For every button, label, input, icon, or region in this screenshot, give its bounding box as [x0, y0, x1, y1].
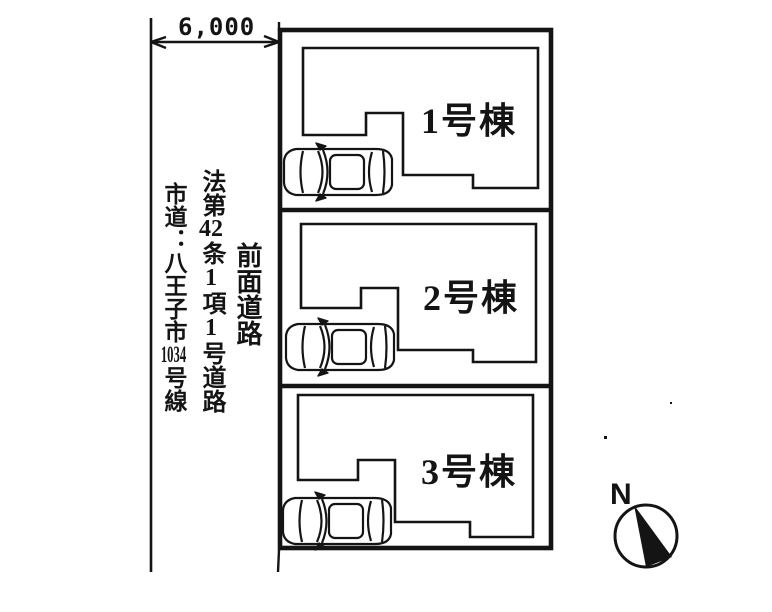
- scan-speck: [670, 402, 672, 404]
- house-3-outline: [296, 393, 535, 539]
- lot-1-label: 1号棟: [421, 101, 518, 141]
- road-law-label: 法第42条1項1号道路: [198, 169, 224, 413]
- lot-3-label: 3号棟: [421, 452, 518, 492]
- lot-block-outline: [277, 27, 554, 551]
- road-law-prefix: 法第: [198, 169, 224, 217]
- compass-north-label: N: [610, 478, 632, 511]
- city-road-route-number: 1034: [160, 343, 187, 366]
- house-outlines: [296, 46, 540, 539]
- dimension-arrow-left: [150, 40, 167, 50]
- road-law-article-number: 42: [199, 217, 223, 241]
- city-road-label: 市道：八王子市1034号線: [160, 182, 187, 412]
- car-lot-2: [284, 316, 396, 378]
- compass-needle-icon: [634, 505, 672, 567]
- car-lot-1: [282, 141, 394, 203]
- road-width-dimension: 6,000: [178, 13, 256, 41]
- dimension-line: [150, 34, 280, 50]
- lot-boundaries: [277, 27, 554, 551]
- lot-2-label: 2号棟: [423, 278, 520, 318]
- city-road-suffix: 号線: [161, 366, 186, 412]
- compass: [613, 503, 679, 569]
- city-road-prefix: 市道：八王子市: [161, 182, 186, 343]
- scan-speck: [604, 436, 607, 439]
- car-lot-3: [281, 490, 393, 552]
- house-2-outline: [299, 222, 538, 364]
- house-1-outline: [301, 46, 540, 190]
- road-law-suffix: 条1項1号道路: [198, 241, 224, 413]
- dimension-arrow-right: [263, 34, 280, 44]
- lot-border-extension: [276, 549, 281, 573]
- front-road-label: 前面道路: [233, 242, 262, 346]
